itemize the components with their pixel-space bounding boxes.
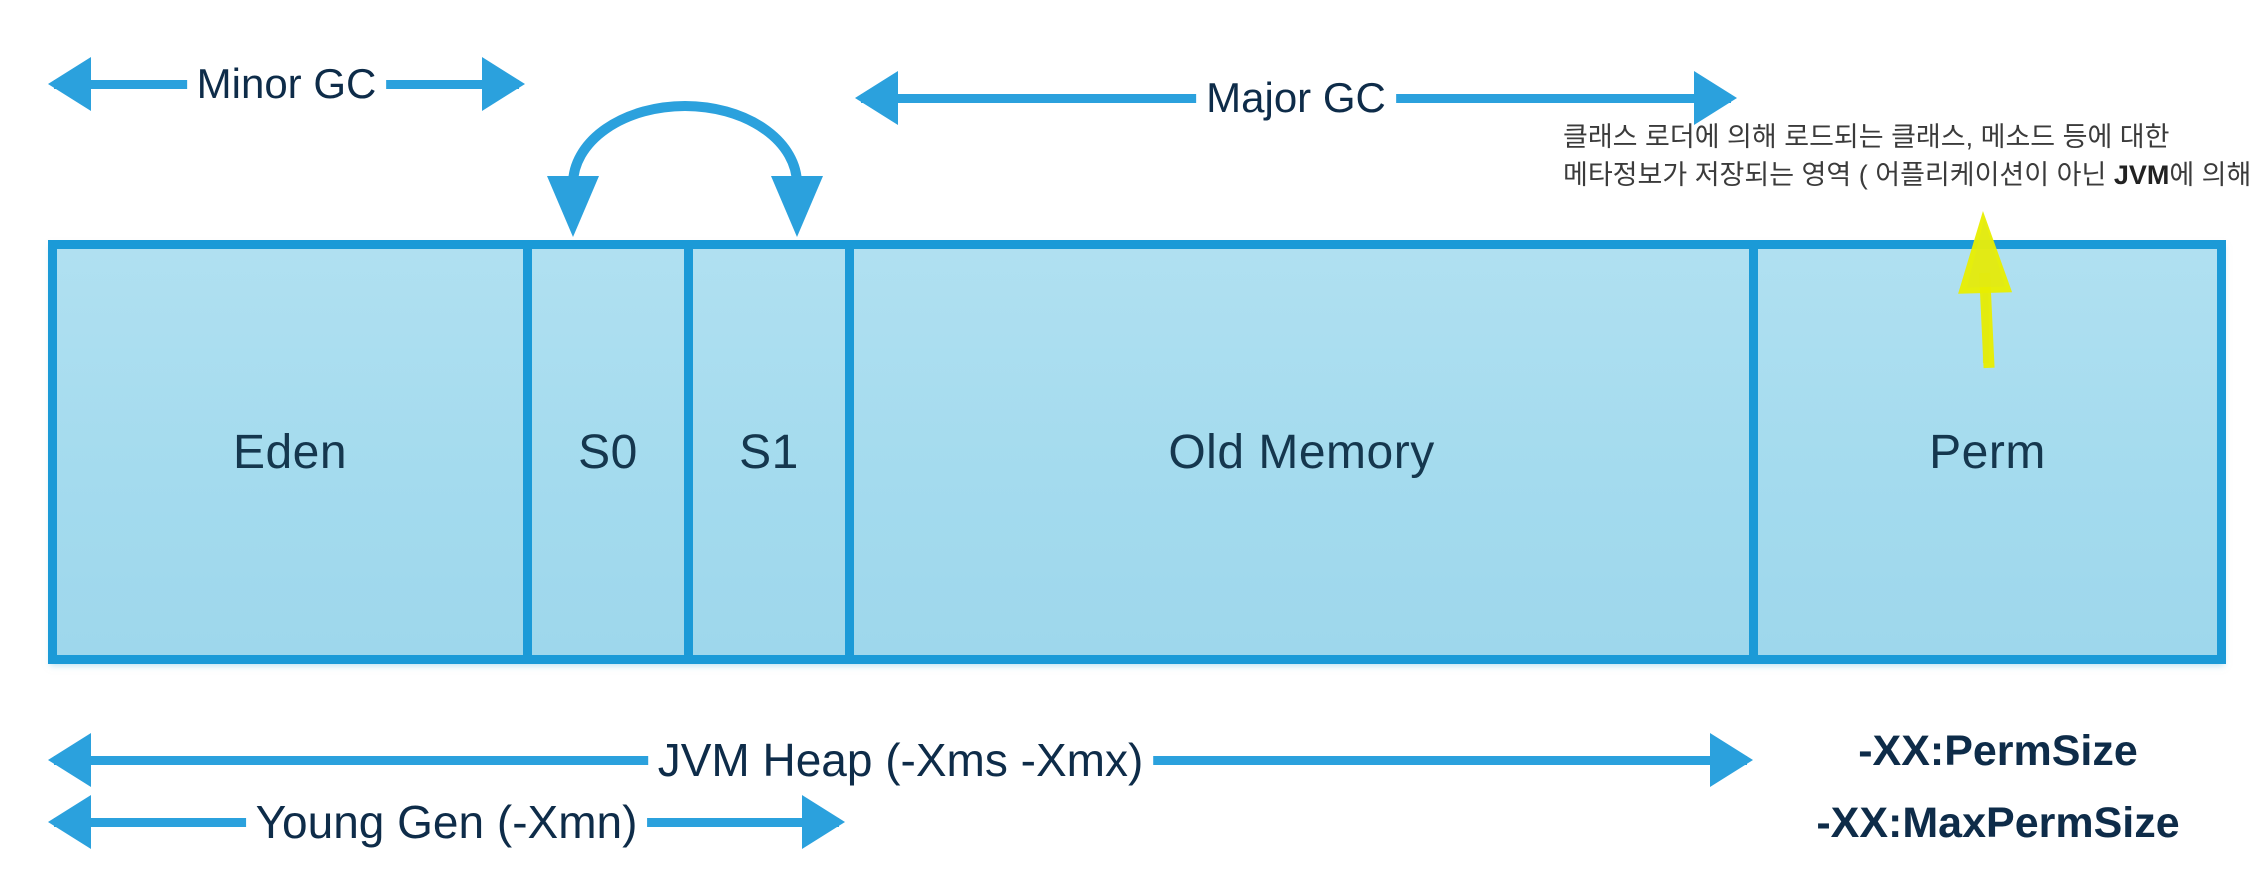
arrow-head-right-icon	[802, 795, 845, 849]
young-gen-label: Young Gen (-Xmn)	[245, 795, 648, 849]
arrow-head-left-icon	[48, 733, 91, 787]
region-s1: S1	[693, 249, 854, 655]
perm-highlight-arrow-icon	[1958, 211, 2013, 369]
region-eden: Eden	[57, 249, 532, 655]
jvm-heap-label: JVM Heap (-Xms -Xmx)	[647, 733, 1154, 787]
survivor-swap-arrow-icon	[547, 101, 823, 237]
perm-note-line2-bold: JVM	[2113, 160, 2170, 190]
perm-size-flags: -XX:PermSize -XX:MaxPermSize	[1763, 715, 2233, 859]
region-perm-label: Perm	[1929, 425, 2046, 479]
arrow-head-right-icon	[1694, 71, 1737, 125]
region-s0: S0	[532, 249, 693, 655]
arrow-head-right-icon	[482, 57, 525, 111]
region-old-memory: Old Memory	[854, 249, 1758, 655]
arrow-head-left-icon	[48, 795, 91, 849]
perm-note-line2-prefix: 메타정보가 저장되는 영역 ( 어플리케이션이 아닌	[1563, 160, 2114, 190]
arrow-head-left-icon	[855, 71, 898, 125]
region-old-memory-label: Old Memory	[1168, 425, 1435, 479]
perm-note-line1: 클래스 로더에 의해 로드되는 클래스, 메소드 등에 대한	[1563, 122, 2170, 152]
region-s0-label: S0	[578, 425, 638, 479]
perm-note-line2-suffix: 에 의해 사용)	[2169, 160, 2258, 190]
region-eden-label: Eden	[232, 425, 348, 479]
arrow-head-left-icon	[48, 57, 91, 111]
perm-size-label: -XX:PermSize	[1858, 727, 2138, 775]
perm-note: 클래스 로더에 의해 로드되는 클래스, 메소드 등에 대한 메타정보가 저장되…	[1563, 118, 2258, 194]
heap-box: Eden S0 S1 Old Memory Perm	[48, 240, 2226, 664]
arrow-head-right-icon	[1710, 733, 1753, 787]
minor-gc-label: Minor GC	[186, 60, 387, 108]
major-gc-label: Major GC	[1196, 74, 1396, 122]
perm-note-line2: 메타정보가 저장되는 영역 ( 어플리케이션이 아닌 JVM에 의해 사용)	[1563, 156, 2258, 194]
max-perm-size-label: -XX:MaxPermSize	[1816, 799, 2180, 847]
region-s1-label: S1	[739, 425, 799, 479]
